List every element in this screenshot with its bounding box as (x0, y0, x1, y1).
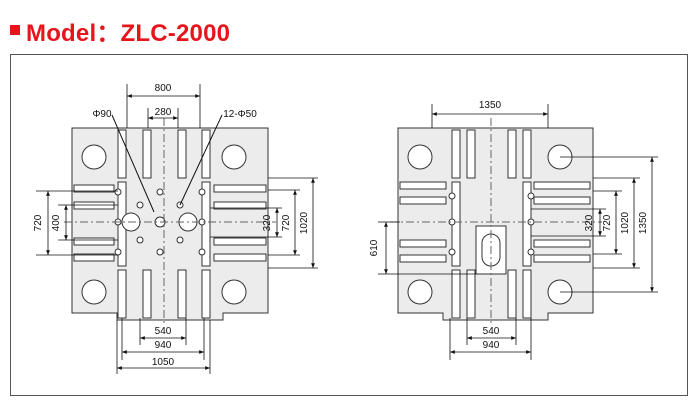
dim-label: 1350 (638, 211, 649, 234)
left-platen (64, 114, 276, 326)
vertical-t-slots (451, 129, 532, 319)
page-header: Model：ZLC-2000 (10, 14, 231, 47)
horizontal-t-slots (73, 184, 267, 262)
dim-label: 720 (602, 214, 613, 231)
dim-label: 400 (51, 214, 62, 231)
hole-label: Φ90 (92, 109, 112, 120)
horizontal-t-slots (399, 181, 591, 263)
right-platen (390, 118, 602, 326)
dim-label: 320 (262, 214, 273, 231)
tie-bar-hole (407, 279, 433, 305)
bolt-holes (448, 192, 535, 256)
dim-label: 1350 (479, 100, 502, 111)
dim-label: 1050 (152, 357, 175, 368)
dim-label: 940 (483, 340, 500, 351)
page-title: Model：ZLC-2000 (26, 19, 231, 47)
tie-bar-hole (221, 279, 247, 305)
dim-label: 940 (155, 340, 172, 351)
square-bullet-icon (10, 25, 20, 35)
tie-bar-hole (221, 144, 247, 170)
tie-bar-hole (81, 144, 107, 170)
dim-label: 540 (483, 326, 500, 337)
dim-label: 540 (155, 326, 172, 337)
dim-label: 720 (33, 214, 44, 231)
dim-label: 280 (155, 107, 172, 118)
right-platen-outline (397, 127, 594, 321)
dim-label: 610 (369, 239, 380, 256)
hole-label: 12-Φ50 (223, 109, 257, 120)
dim-label: 720 (281, 214, 292, 231)
dim-label: 1020 (620, 211, 631, 234)
dim-label: 800 (155, 83, 172, 94)
tie-bar-hole (407, 144, 433, 170)
ejector-holes (114, 188, 206, 256)
dim-label: 320 (584, 214, 595, 231)
drawing-frame (10, 54, 688, 396)
tie-bar-hole (81, 279, 107, 305)
dim-label: 1020 (299, 211, 310, 234)
